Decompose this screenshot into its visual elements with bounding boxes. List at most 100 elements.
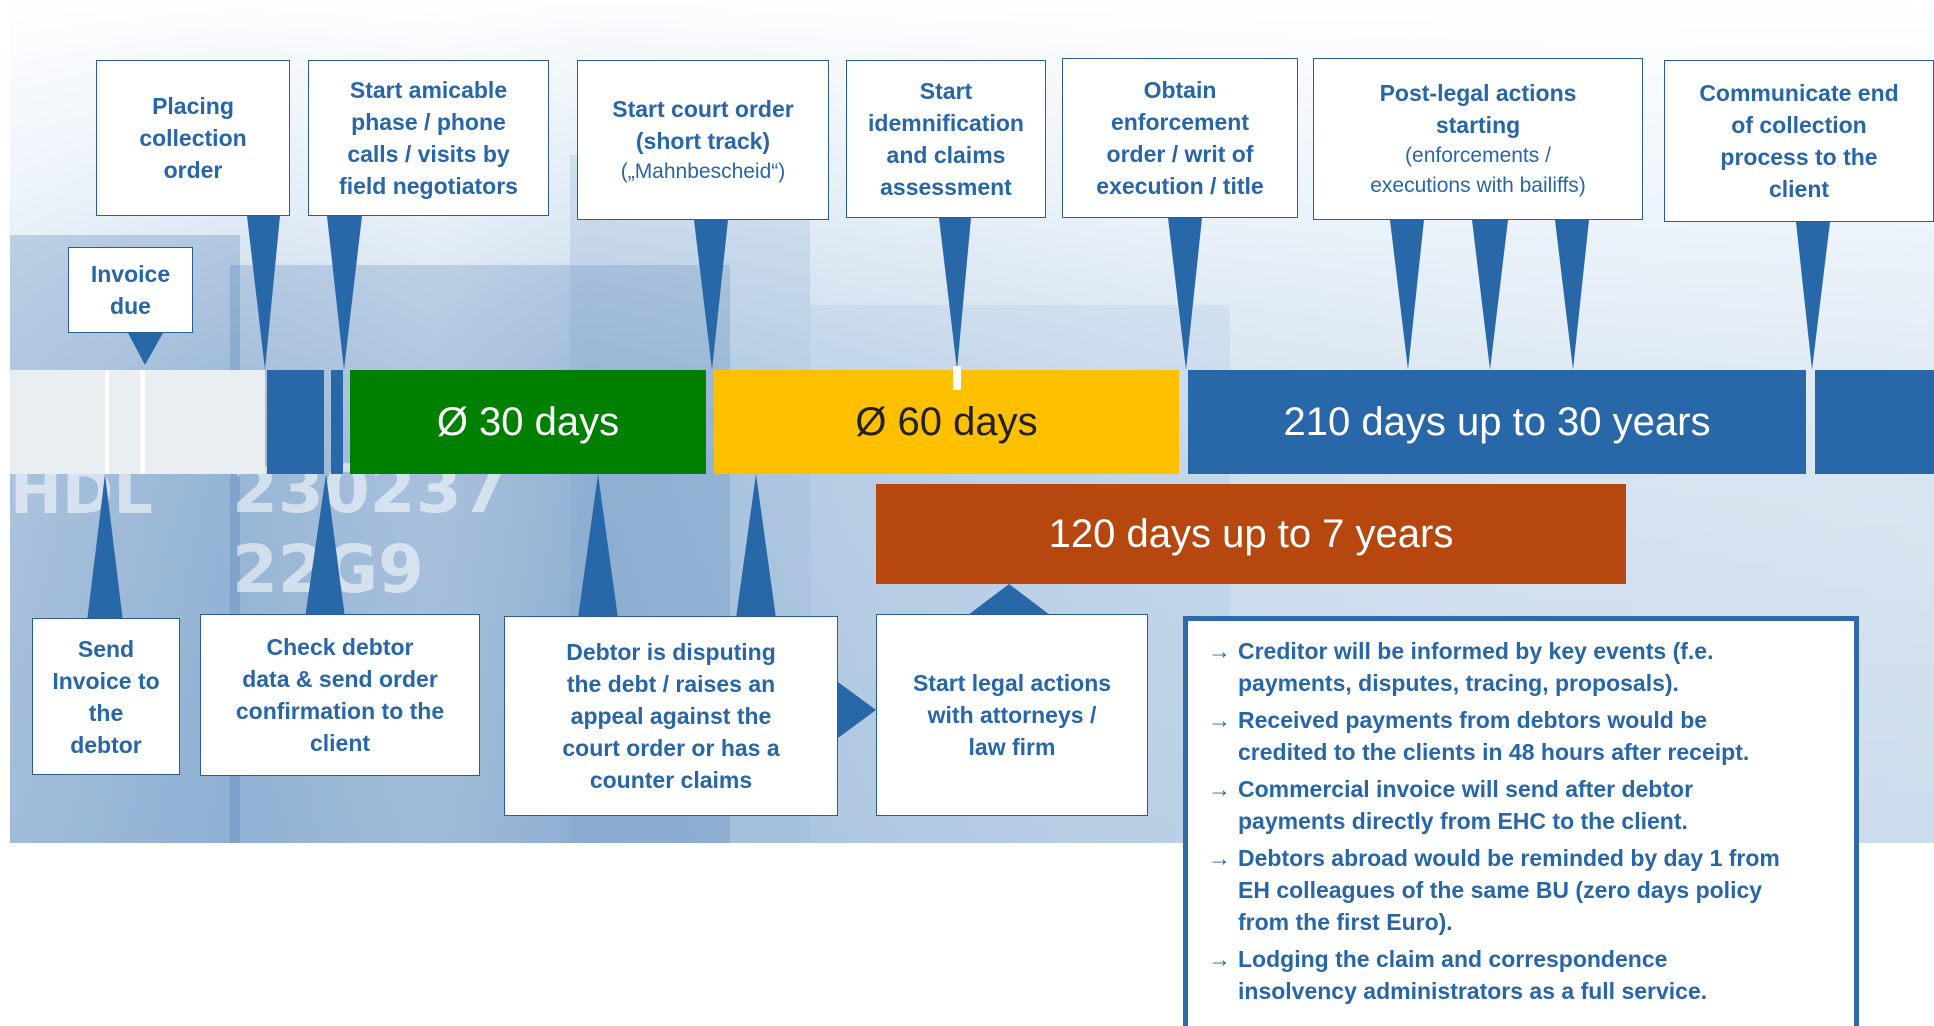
- note-line: credited to the clients in 48 hours afte…: [1238, 739, 1750, 765]
- end-process-line: Communicate end: [1699, 80, 1899, 106]
- segment-210-days-label: 210 days up to 30 years: [1283, 399, 1711, 444]
- callout-end-process: Communicate end of collection process to…: [1664, 60, 1934, 222]
- placing-order-line: order: [163, 157, 223, 183]
- disputing-line: court order or has a: [562, 735, 780, 761]
- note-line: EH colleagues of the same BU (zero days …: [1238, 877, 1763, 903]
- arrow-icon: →: [1208, 845, 1231, 871]
- send-invoice-line: Invoice to: [52, 667, 160, 694]
- segment-30-days: Ø 30 days: [350, 370, 706, 474]
- pointer-invoice-due: [128, 333, 163, 365]
- placing-order-line: Placing: [152, 93, 234, 119]
- idemnification-line: idemnification: [868, 110, 1024, 136]
- note-line: Debtors abroad would be reminded by day …: [1238, 845, 1780, 871]
- legal-duration-label: 120 days up to 7 years: [1048, 511, 1454, 556]
- callout-disputing: Debtor is disputing the debt / raises an…: [504, 616, 838, 816]
- end-process-line: process to the: [1720, 144, 1878, 170]
- post-legal-subtext: executions with bailiffs): [1370, 174, 1586, 197]
- callout-amicable-phase: Start amicable phase / phone calls / vis…: [308, 60, 549, 216]
- pointer-disputing-to-legal: [838, 682, 876, 738]
- court-order-line: Start court order: [612, 96, 794, 122]
- enforcement-order-line: execution / title: [1096, 173, 1264, 199]
- note-item: → Lodging the claim and correspondence i…: [1208, 943, 1838, 1007]
- pointer-disputing-1: [578, 474, 618, 618]
- invoice-due-line: Invoice: [90, 261, 171, 287]
- end-process-line: of collection: [1731, 112, 1867, 138]
- placing-order-line: collection: [139, 125, 247, 151]
- note-line: Lodging the claim and correspondence: [1238, 946, 1668, 972]
- idemnification-line: Start: [919, 78, 973, 104]
- timeline-blue-segment: [331, 370, 343, 474]
- timeline-blue-segment: [267, 370, 324, 474]
- post-legal-line: starting: [1435, 112, 1521, 138]
- segment-60-days-label: Ø 60 days: [855, 399, 1038, 444]
- pointer-enforcement: [1168, 218, 1202, 370]
- enforcement-order-line: enforcement: [1110, 109, 1250, 135]
- amicable-phase-line: field negotiators: [339, 173, 518, 199]
- segment-210-days: 210 days up to 30 years: [1188, 370, 1806, 474]
- amicable-phase-line: calls / visits by: [347, 141, 510, 167]
- callout-post-legal: Post-legal actions starting (enforcement…: [1313, 58, 1643, 220]
- callout-invoice-due: Invoice due: [68, 247, 193, 333]
- arrow-icon: →: [1208, 776, 1231, 802]
- enforcement-order-line: Obtain: [1143, 77, 1217, 103]
- note-line: Commercial invoice will send after debto…: [1238, 776, 1694, 802]
- idemnification-line: and claims: [886, 142, 1006, 168]
- arrow-icon: →: [1208, 946, 1231, 972]
- pointer-post-legal-1: [1390, 220, 1424, 370]
- amicable-phase-line: phase / phone: [351, 109, 506, 135]
- send-invoice-line: the: [88, 699, 124, 726]
- note-line: from the first Euro).: [1238, 909, 1453, 935]
- callout-legal-actions: Start legal actions with attorneys / law…: [876, 614, 1148, 816]
- idemnification-line: assessment: [880, 174, 1012, 200]
- court-order-line: (short track): [635, 128, 771, 154]
- pointer-post-legal-2: [1472, 220, 1508, 370]
- note-item: → Received payments from debtors would b…: [1208, 704, 1838, 768]
- legal-actions-line: with attorneys /: [927, 702, 1097, 728]
- note-line: payments, disputes, tracing, proposals).: [1238, 670, 1679, 696]
- legal-actions-line: law firm: [968, 734, 1056, 760]
- check-debtor-line: data & send order: [242, 666, 438, 692]
- post-legal-subtext: (enforcements /: [1405, 144, 1551, 167]
- pointer-post-legal-3: [1555, 220, 1589, 370]
- pointer-idemnification: [939, 218, 971, 370]
- check-debtor-line: client: [309, 730, 371, 756]
- pointer-court-order: [694, 220, 728, 370]
- pointer-placing-order: [247, 216, 280, 370]
- pointer-check-debtor: [305, 474, 345, 618]
- disputing-line: counter claims: [589, 767, 753, 793]
- note-line: Creditor will be informed by key events …: [1238, 638, 1714, 664]
- note-item: → Commercial invoice will send after deb…: [1208, 773, 1838, 837]
- send-invoice-line: debtor: [70, 731, 142, 758]
- court-order-subtext: („Mahnbescheid“): [620, 160, 786, 183]
- pointer-end-process: [1796, 222, 1830, 370]
- legal-actions-line: Start legal actions: [912, 670, 1112, 696]
- arrow-icon: →: [1208, 707, 1231, 733]
- legal-duration-bar: 120 days up to 7 years: [876, 484, 1626, 584]
- note-line: Received payments from debtors would be: [1238, 707, 1708, 733]
- note-line: payments directly from EHC to the client…: [1238, 808, 1688, 834]
- pointer-send-invoice: [85, 474, 125, 638]
- note-item: → Creditor will be informed by key event…: [1208, 635, 1838, 699]
- invoice-due-line: due: [110, 293, 151, 319]
- timeline-end-segment: [1815, 370, 1934, 474]
- notes-box: → Creditor will be informed by key event…: [1183, 616, 1859, 1026]
- callout-court-order: Start court order (short track) („Mahnbe…: [577, 60, 829, 220]
- timeline-start-light: [10, 370, 265, 474]
- callout-send-invoice: Send Invoice to the debtor: [32, 618, 180, 775]
- disputing-line: Debtor is disputing: [566, 639, 776, 665]
- callout-pointers: [85, 216, 1830, 738]
- post-legal-line: Post-legal actions: [1379, 80, 1577, 106]
- callout-check-debtor: Check debtor data & send order confirmat…: [200, 614, 480, 776]
- amicable-phase-line: Start amicable: [349, 77, 508, 103]
- pointer-disputing-2: [736, 474, 776, 618]
- enforcement-order-line: order / writ of: [1106, 141, 1254, 167]
- pointer-legal-actions: [968, 584, 1050, 615]
- note-item: → Debtors abroad would be reminded by da…: [1208, 842, 1838, 938]
- segment-60-days: Ø 60 days: [714, 370, 1179, 474]
- end-process-line: client: [1768, 176, 1830, 202]
- send-invoice-line: Send: [77, 635, 135, 662]
- disputing-line: the debt / raises an: [566, 671, 776, 697]
- check-debtor-line: confirmation to the: [235, 698, 445, 724]
- callout-placing-order: Placing collection order: [96, 60, 290, 216]
- disputing-line: appeal against the: [570, 703, 772, 729]
